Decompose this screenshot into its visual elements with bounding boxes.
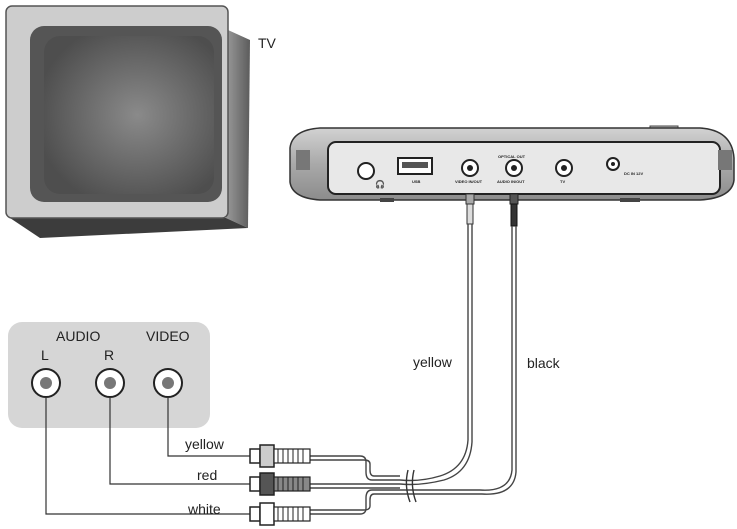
optical-out-label: OPTICAL OUT [498,154,526,159]
audio-jack-core [511,165,517,171]
video-jack-core [467,165,473,171]
white-wire [45,397,250,515]
black-cable-line [400,226,517,495]
television [5,5,250,238]
white-rca-wire [310,493,400,511]
yellow-rca-wire [310,455,400,481]
cable-break-marks [405,469,417,503]
usb-label: USB [412,179,421,184]
audio-right-label: R [104,347,114,363]
panel-wires [45,397,250,515]
tv-base [10,218,248,238]
tv-port-label: TV [560,179,565,184]
headphone-icon: 🎧 [375,179,385,189]
audio-left-jack [31,368,61,398]
yellow-cable-label: yellow [413,354,453,370]
device-port-panel [327,141,721,195]
device-foot [380,198,394,202]
video-in-out-label: VIDEO IN/OUT [455,179,483,184]
audio-label: AUDIO [56,328,100,344]
white-rca-wire [310,489,400,515]
device-plugs [465,193,519,227]
dc-in-label: DC IN 12V [624,171,643,176]
headphone-jack [357,162,375,180]
red-plug-label: red [197,467,217,483]
black-cable-line [400,226,513,491]
rca-plug-white [249,502,311,526]
tv-label: TV [258,35,277,51]
device-foot [620,198,640,202]
yellow-plug-label: yellow [185,436,225,452]
tv-screen [44,36,214,194]
video-label: VIDEO [146,328,190,344]
dc-in-jack-core [611,162,615,166]
red-wire [109,397,250,485]
rca-plug-red [249,472,311,496]
tv-side [226,30,250,228]
video-jack-panel [153,368,183,398]
black-mini-plug [509,193,519,205]
device-left-vent [296,150,310,170]
tv-out-jack-core [561,165,567,171]
yellow-cable-line [399,224,469,482]
portable-player: 🎧 USB VIDEO IN/OUT OPTICAL OUT AUDIO IN/… [289,125,735,202]
video-wire [167,397,250,457]
yellow-rca-wire [310,459,400,477]
device-right-vent [718,150,732,170]
usb-port-slot [402,162,428,168]
black-cable-label: black [527,355,561,371]
audio-in-out-label: AUDIO IN/OUT [497,179,525,184]
rca-plug-yellow [249,444,311,468]
white-plug-label: white [187,501,221,517]
audio-right-jack [95,368,125,398]
audio-left-label: L [41,347,49,363]
yellow-mini-plug [465,193,475,205]
yellow-mini-plug-body [466,203,474,225]
black-mini-plug-body [510,203,518,227]
